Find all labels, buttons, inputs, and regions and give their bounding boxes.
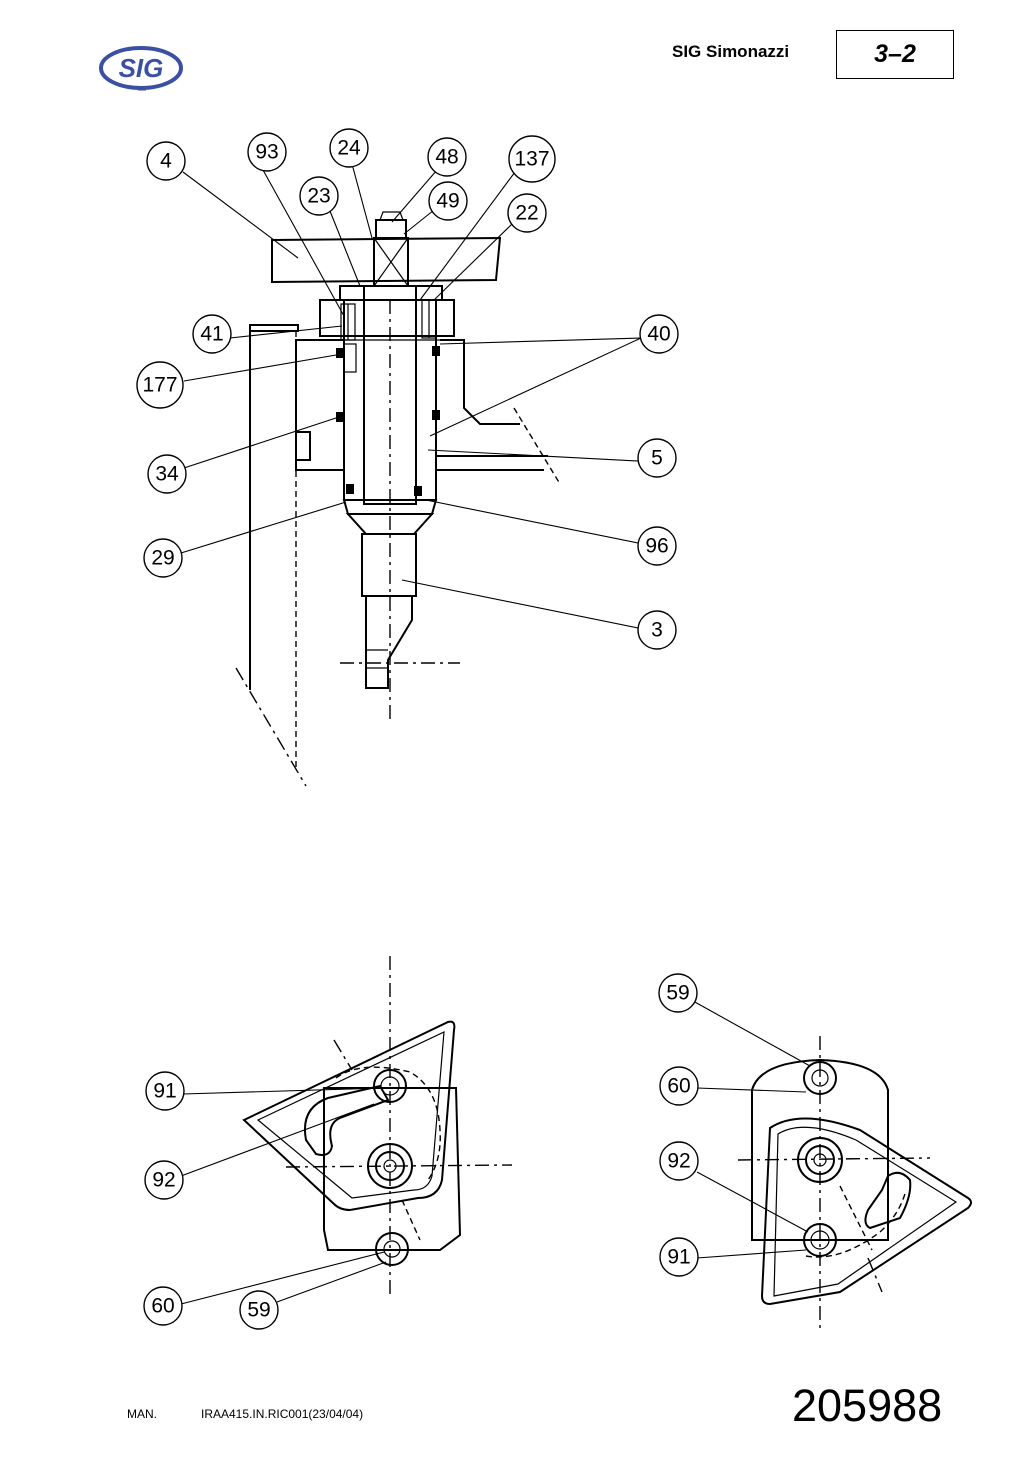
callout-49: 49 bbox=[428, 181, 468, 221]
svg-text:59: 59 bbox=[666, 982, 689, 1005]
svg-text:91: 91 bbox=[153, 1080, 176, 1103]
bottom-right-leaders bbox=[692, 1000, 811, 1259]
svg-text:4: 4 bbox=[160, 150, 172, 173]
callout-59-right: 59 bbox=[658, 973, 698, 1013]
svg-text:60: 60 bbox=[667, 1075, 690, 1098]
callout-22: 22 bbox=[507, 193, 547, 233]
callout-137: 137 bbox=[508, 135, 556, 183]
callout-60-right: 60 bbox=[659, 1066, 699, 1106]
svg-text:5: 5 bbox=[651, 447, 663, 470]
footer-man-label: MAN. bbox=[127, 1407, 157, 1421]
page-number-box: 3–2 bbox=[836, 30, 954, 79]
callout-41: 41 bbox=[192, 314, 232, 354]
footer-reference: IRAA415.IN.RIC001(23/04/04) bbox=[201, 1407, 364, 1421]
callout-177: 177 bbox=[136, 361, 184, 409]
top-leaders bbox=[180, 163, 642, 629]
callout-29: 29 bbox=[143, 538, 183, 578]
callout-91-right: 91 bbox=[659, 1237, 699, 1277]
svg-text:91: 91 bbox=[667, 1246, 690, 1269]
page-number: 3–2 bbox=[874, 40, 916, 68]
company-name: SIG Simonazzi bbox=[672, 42, 790, 61]
callout-4: 4 bbox=[146, 141, 186, 181]
callout-40: 40 bbox=[639, 314, 679, 354]
svg-text:SIG: SIG bbox=[119, 53, 164, 83]
bottom-left-view bbox=[242, 956, 513, 1296]
callout-91-left: 91 bbox=[145, 1071, 185, 1111]
svg-text:177: 177 bbox=[142, 374, 177, 397]
svg-text:29: 29 bbox=[151, 547, 174, 570]
callout-93: 93 bbox=[247, 132, 287, 172]
callout-59-left: 59 bbox=[239, 1290, 279, 1330]
callout-23: 23 bbox=[299, 176, 339, 216]
sig-logo: SIG bbox=[99, 46, 183, 91]
callout-34: 34 bbox=[147, 454, 187, 494]
callout-92-right: 92 bbox=[659, 1141, 699, 1181]
svg-text:34: 34 bbox=[155, 463, 179, 486]
svg-text:23: 23 bbox=[307, 185, 330, 208]
svg-text:40: 40 bbox=[647, 323, 670, 346]
callout-60-left: 60 bbox=[143, 1286, 183, 1326]
callout-3: 3 bbox=[637, 610, 677, 650]
svg-text:59: 59 bbox=[247, 1299, 270, 1322]
svg-text:24: 24 bbox=[337, 137, 361, 160]
svg-text:92: 92 bbox=[667, 1150, 690, 1173]
callout-96: 96 bbox=[637, 526, 677, 566]
svg-text:93: 93 bbox=[255, 141, 278, 164]
svg-text:60: 60 bbox=[151, 1295, 174, 1318]
callout-92-left: 92 bbox=[144, 1160, 184, 1200]
callout-48: 48 bbox=[427, 137, 467, 177]
svg-text:92: 92 bbox=[152, 1169, 175, 1192]
document-number: 205988 bbox=[792, 1380, 943, 1431]
callout-5: 5 bbox=[637, 438, 677, 478]
bottom-left-leaders bbox=[180, 1087, 387, 1305]
svg-text:41: 41 bbox=[200, 323, 223, 346]
svg-text:22: 22 bbox=[515, 202, 538, 225]
top-assembly-section bbox=[235, 211, 561, 787]
svg-text:48: 48 bbox=[435, 146, 458, 169]
svg-text:96: 96 bbox=[645, 535, 668, 558]
svg-text:49: 49 bbox=[436, 190, 459, 213]
bottom-right-view bbox=[737, 1036, 972, 1330]
callout-24: 24 bbox=[329, 128, 369, 168]
svg-text:137: 137 bbox=[514, 148, 549, 171]
svg-text:3: 3 bbox=[651, 619, 663, 642]
